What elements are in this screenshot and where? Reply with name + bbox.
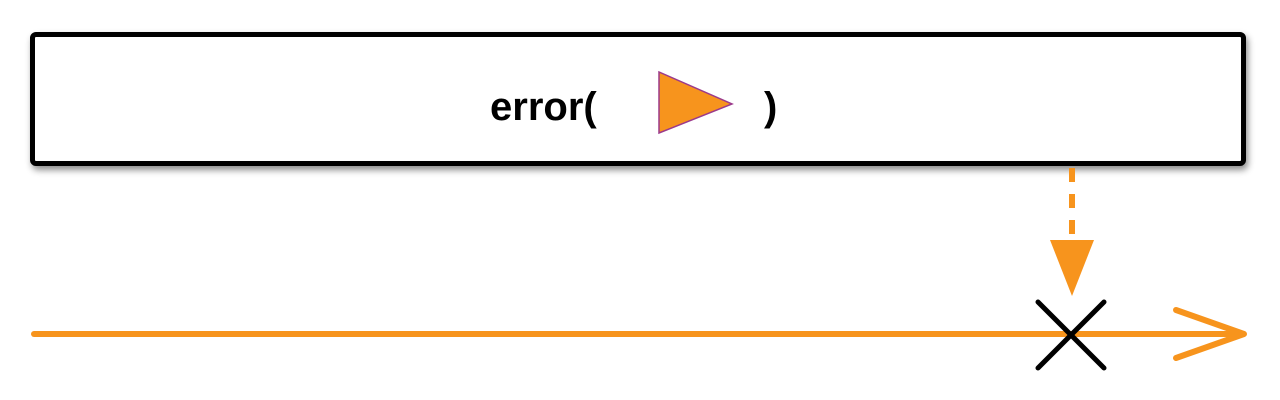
- operator-box: [30, 32, 1246, 166]
- operator-close-paren: ): [764, 85, 778, 129]
- x-error-icon: [1035, 299, 1107, 371]
- emission-arrowhead-icon: [1050, 240, 1094, 296]
- operator-function-label: error(: [490, 85, 597, 129]
- orange-triangle-icon: [658, 70, 734, 135]
- timeline-arrowhead-icon: [1173, 307, 1247, 361]
